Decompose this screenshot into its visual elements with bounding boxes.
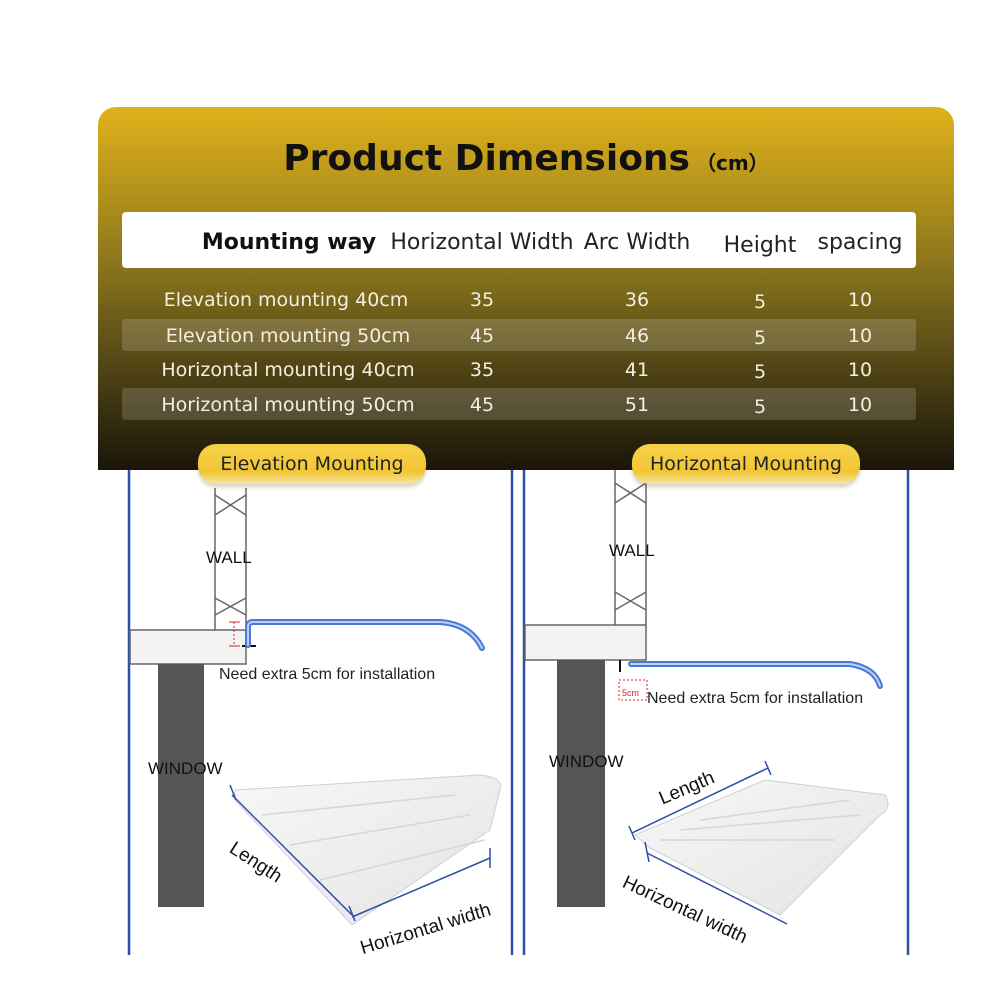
mounting-diagrams: 5cm: [127, 470, 910, 955]
table-row: Elevation mounting 40cm 35 36 5 10: [122, 283, 916, 315]
row-height: 5: [753, 361, 767, 383]
table-header: Mounting way Horizontal Width Arc Width …: [122, 212, 916, 268]
row-mounting: Horizontal mounting 50cm: [161, 394, 415, 416]
row-arc-width: 46: [624, 325, 650, 347]
tab-elevation-mounting[interactable]: Elevation Mounting: [198, 444, 426, 484]
right-window-shape: [557, 660, 605, 907]
col-spacing: spacing: [817, 230, 903, 255]
row-height: 5: [753, 291, 767, 313]
row-horizontal-width: 45: [469, 394, 495, 416]
right-wall: [524, 470, 647, 661]
left-window-shape: [158, 664, 204, 907]
tab-horizontal-mounting[interactable]: Horizontal Mounting: [632, 444, 860, 484]
row-mounting: Horizontal mounting 40cm: [161, 359, 415, 381]
row-arc-width: 51: [624, 394, 650, 416]
table-row: Elevation mounting 50cm 45 46 5 10: [122, 319, 916, 351]
row-horizontal-width: 45: [469, 325, 495, 347]
left-wall-label: WALL: [206, 548, 252, 567]
left-wall: [129, 488, 247, 665]
col-mounting-way: Mounting way: [201, 230, 377, 255]
page-title: Product Dimensions（cm）: [98, 138, 954, 179]
right-awning-panel: [628, 760, 889, 925]
row-arc-width: 41: [624, 359, 650, 381]
right-install-note: Need extra 5cm for installation: [647, 690, 864, 707]
col-height: Height: [723, 233, 797, 258]
row-horizontal-width: 35: [469, 289, 495, 311]
row-spacing: 10: [847, 289, 873, 311]
table-row: Horizontal mounting 50cm 45 51 5 10: [122, 388, 916, 420]
row-height: 5: [753, 396, 767, 418]
right-wall-label: WALL: [609, 541, 655, 560]
frame-lines: [127, 470, 910, 955]
col-arc-width: Arc Width: [583, 230, 691, 255]
dimensions-banner: [98, 107, 954, 470]
right-window-label: WINDOW: [549, 752, 624, 771]
row-spacing: 10: [847, 325, 873, 347]
left-awning-profile: [245, 619, 485, 651]
row-mounting: Elevation mounting 40cm: [163, 289, 409, 311]
left-window-label: WINDOW: [148, 759, 223, 778]
dim-5cm-label: 5cm: [622, 688, 639, 698]
title-unit: （cm）: [695, 151, 769, 175]
row-mounting: Elevation mounting 50cm: [165, 325, 411, 347]
row-arc-width: 36: [624, 289, 650, 311]
row-spacing: 10: [847, 394, 873, 416]
title-text: Product Dimensions: [283, 138, 690, 179]
right-awning-profile: [628, 661, 883, 689]
row-height: 5: [753, 327, 767, 349]
row-spacing: 10: [847, 359, 873, 381]
left-awning-panel: [229, 774, 502, 926]
row-horizontal-width: 35: [469, 359, 495, 381]
left-install-note: Need extra 5cm for installation: [219, 666, 436, 683]
table-row: Horizontal mounting 40cm 35 41 5 10: [122, 353, 916, 385]
col-horizontal-width: Horizontal Width: [390, 230, 574, 255]
